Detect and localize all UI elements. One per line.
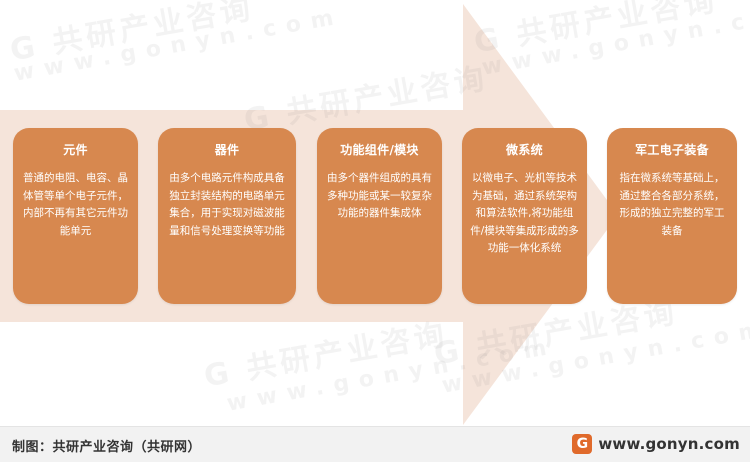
card-description: 由多个器件组成的具有多种功能或某一较复杂功能的器件集成体 [327,172,432,219]
card-title: 军工电子装备 [635,143,709,157]
card-device: 器件 由多个电路元件构成具备独立封装结构的电路单元集合，用于实现对磁波能量和信号… [158,128,296,304]
site-brand: G www.gonyn.com [572,434,740,454]
card-title: 元件 [63,143,88,157]
card-military-equipment: 军工电子装备 指在微系统等基础上，通过整合各部分系统，形成的独立完整的军工装备 [607,128,737,304]
card-description: 普通的电阻、电容、晶体管等单个电子元件，内部不再有其它元件功能单元 [23,172,128,237]
source-footer: 制图：共研产业咨询（共研网） G www.gonyn.com [0,426,750,462]
card-description: 由多个电路元件构成具备独立封装结构的电路单元集合，用于实现对磁波能量和信号处理变… [169,172,285,237]
arrow-shape [0,4,618,425]
card-description: 以微电子、光机等技术为基础，通过系统架构和算法软件,将功能组件/模块等集成形成的… [470,172,579,254]
card-component: 元件 普通的电阻、电容、晶体管等单个电子元件，内部不再有其它元件功能单元 [13,128,138,304]
source-label: 制图：共研产业咨询（共研网） [12,440,202,455]
site-url[interactable]: www.gonyn.com [598,435,740,453]
card-functional-module: 功能组件/模块 由多个器件组成的具有多种功能或某一较复杂功能的器件集成体 [317,128,442,304]
card-title: 器件 [214,143,240,157]
card-microsystem: 微系统 以微电子、光机等技术为基础，通过系统架构和算法软件,将功能组件/模块等集… [462,128,587,304]
card-description: 指在微系统等基础上，通过整合各部分系统，形成的独立完整的军工装备 [619,172,725,237]
card-title: 功能组件/模块 [340,143,419,157]
card-title: 微系统 [506,143,543,157]
gonyn-logo-icon: G [572,434,593,454]
